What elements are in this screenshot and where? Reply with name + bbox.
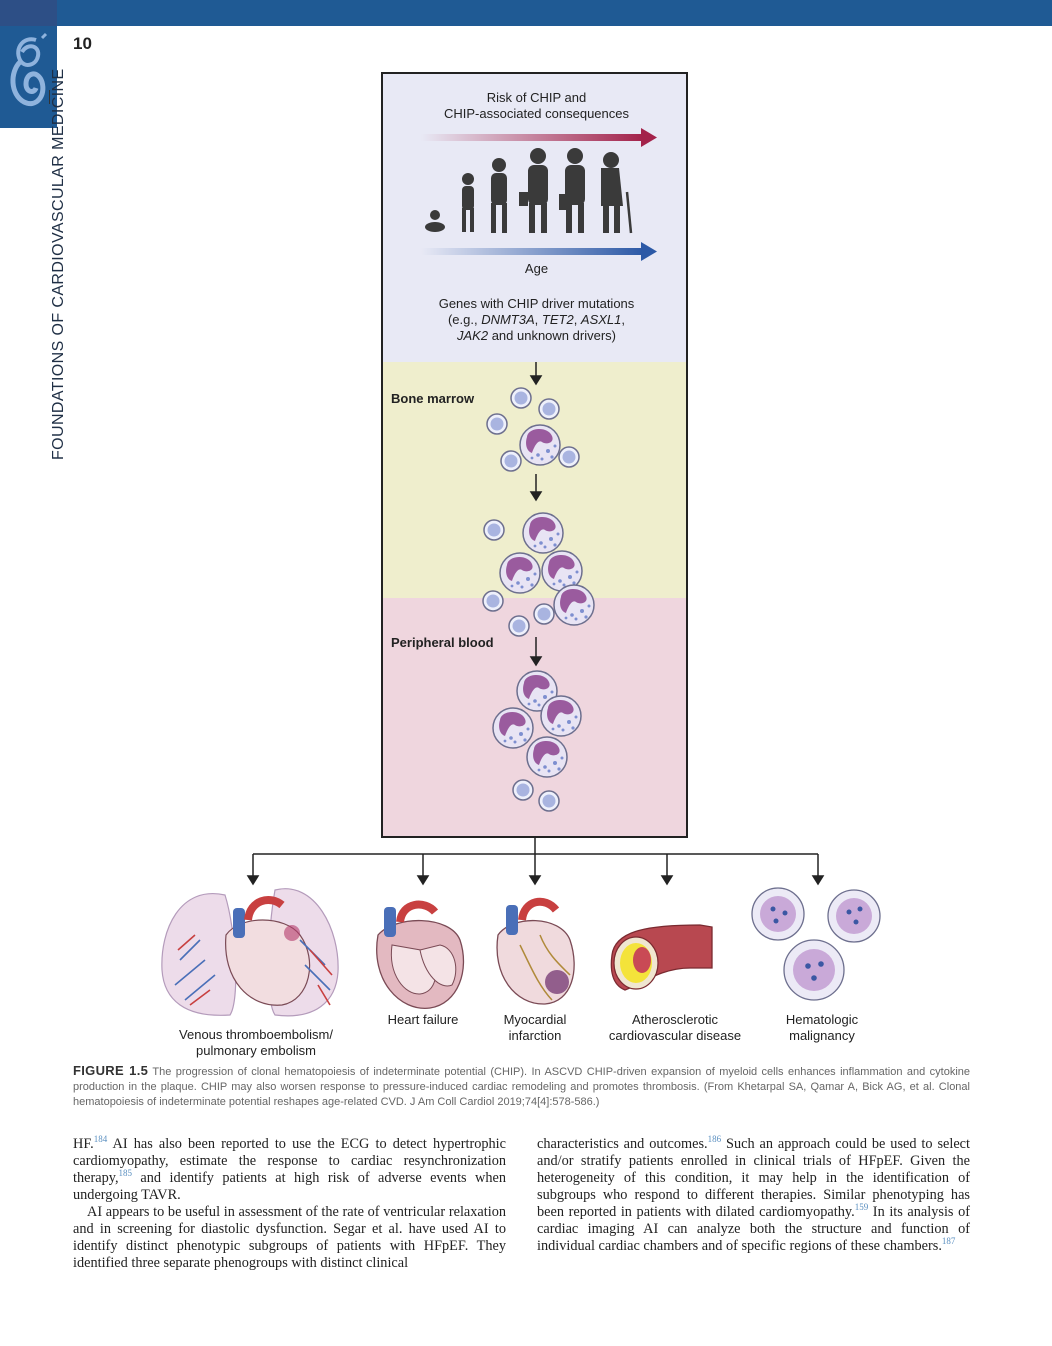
bone-marrow-label: Bone marrow [391, 391, 475, 406]
genes-label: Genes with CHIP driver mutations (e.g., … [383, 296, 686, 344]
figure-graphics [421, 128, 657, 261]
malignant-cells-icon [751, 887, 881, 1001]
outcome-heme-line2: malignancy [789, 1028, 855, 1043]
outcome-mi-line1: Myocardial [503, 1012, 567, 1027]
arrow-to-blood [529, 637, 543, 667]
genes-line1: Genes with CHIP driver mutations [438, 296, 635, 311]
sidebar-divider [49, 90, 50, 104]
right-text-a: characteristics and outcomes. [537, 1136, 708, 1152]
gene-jak2: JAK2 [457, 328, 489, 343]
outcome-heme-line1: Hematologic [785, 1012, 859, 1027]
figure-panel: Risk of CHIP and CHIP-associated consequ… [381, 72, 688, 838]
outcome-ascvd-label: Atherosclerotic cardiovascular disease [592, 1012, 758, 1044]
body-column-right: characteristics and outcomes.186 Such an… [537, 1134, 970, 1255]
left-paragraph-2: AI appears to be useful in assessment of… [73, 1204, 506, 1271]
dilated-heart-icon [376, 900, 465, 1009]
aging-silhouettes-icon [425, 148, 633, 234]
peripheral-blood-zone [383, 598, 686, 836]
right-text-b: Such an approach could be used to select… [537, 1136, 970, 1220]
arrow-to-marrow [529, 362, 543, 386]
reference-link-185[interactable]: 185 [118, 1168, 133, 1179]
reference-link-159[interactable]: 159 [854, 1202, 869, 1213]
outcome-ascvd-line1: Atherosclerotic [632, 1012, 718, 1027]
page-number: 10 [73, 34, 92, 53]
outcome-heart-failure-label: Heart failure [363, 1012, 483, 1028]
genes-line2: (e.g., DNMT3A, TET2, ASXL1, [447, 312, 626, 327]
genes-suffix: and unknown drivers) [488, 328, 616, 343]
reference-link-184[interactable]: 184 [93, 1134, 108, 1145]
chapter-tab [0, 0, 57, 128]
artery-plaque-icon [610, 924, 713, 991]
caption-text: The progression of clonal hematopoiesis … [73, 1066, 970, 1108]
age-label: Age [524, 261, 549, 276]
outcome-heme-label: Hematologic malignancy [757, 1012, 887, 1044]
figure-label: FIGURE 1.5 [73, 1063, 149, 1078]
reference-link-187[interactable]: 187 [941, 1236, 956, 1247]
risk-label-line2: CHIP-associated consequences [444, 106, 629, 121]
left-p1-text-b: AI has also been reported to use the ECG… [73, 1136, 506, 1186]
peripheral-blood-label: Peripheral blood [391, 635, 494, 650]
right-paragraph: characteristics and outcomes.186 Such an… [537, 1134, 970, 1255]
figure-caption: FIGURE 1.5 The progression of clonal hem… [73, 1063, 970, 1110]
header-bar [0, 0, 1052, 26]
age-arrow [421, 242, 657, 261]
gene-tet2: TET2 [541, 312, 574, 327]
body-column-left: HF.184 AI has also been reported to use … [73, 1134, 506, 1272]
heart-logo-icon [10, 32, 48, 106]
gene-dnmt3a: DNMT3A [481, 312, 535, 327]
gene-asxl1: ASXL1 [580, 312, 622, 327]
reference-link-186[interactable]: 186 [707, 1134, 722, 1145]
left-p1-text-a: HF. [73, 1136, 94, 1152]
chapter-tab-top [0, 0, 57, 26]
infarct-heart-icon [496, 897, 575, 1005]
cell-progression [482, 362, 595, 812]
outcome-mi-line2: infarction [508, 1028, 562, 1043]
outcome-vte-line2: pulmonary embolism [196, 1043, 316, 1058]
outcome-hf-line1: Heart failure [387, 1012, 459, 1027]
right-text-c: In its analysis of cardiac imaging AI ca… [537, 1204, 970, 1254]
outcome-vte-label: Venous thromboembolism/ pulmonary emboli… [156, 1027, 356, 1059]
outcome-branches [161, 838, 881, 1017]
left-paragraph-1: HF.184 AI has also been reported to use … [73, 1134, 506, 1204]
outcome-vte-line1: Venous thromboembolism/ [179, 1027, 333, 1042]
risk-label: Risk of CHIP and CHIP-associated consequ… [383, 90, 686, 122]
risk-label-line1: Risk of CHIP and [486, 90, 587, 105]
lungs-heart-icon [161, 888, 339, 1017]
genes-prefix: (e.g., [447, 312, 482, 327]
outcome-ascvd-line2: cardiovascular disease [608, 1028, 742, 1043]
risk-arrow [421, 128, 657, 147]
left-p1-text-c: and identify patients at high risk of ad… [73, 1170, 506, 1203]
genes-line3: JAK2 and unknown drivers) [383, 328, 686, 344]
outcome-mi-label: Myocardial infarction [475, 1012, 595, 1044]
arrow-marrow-expansion [529, 474, 543, 502]
